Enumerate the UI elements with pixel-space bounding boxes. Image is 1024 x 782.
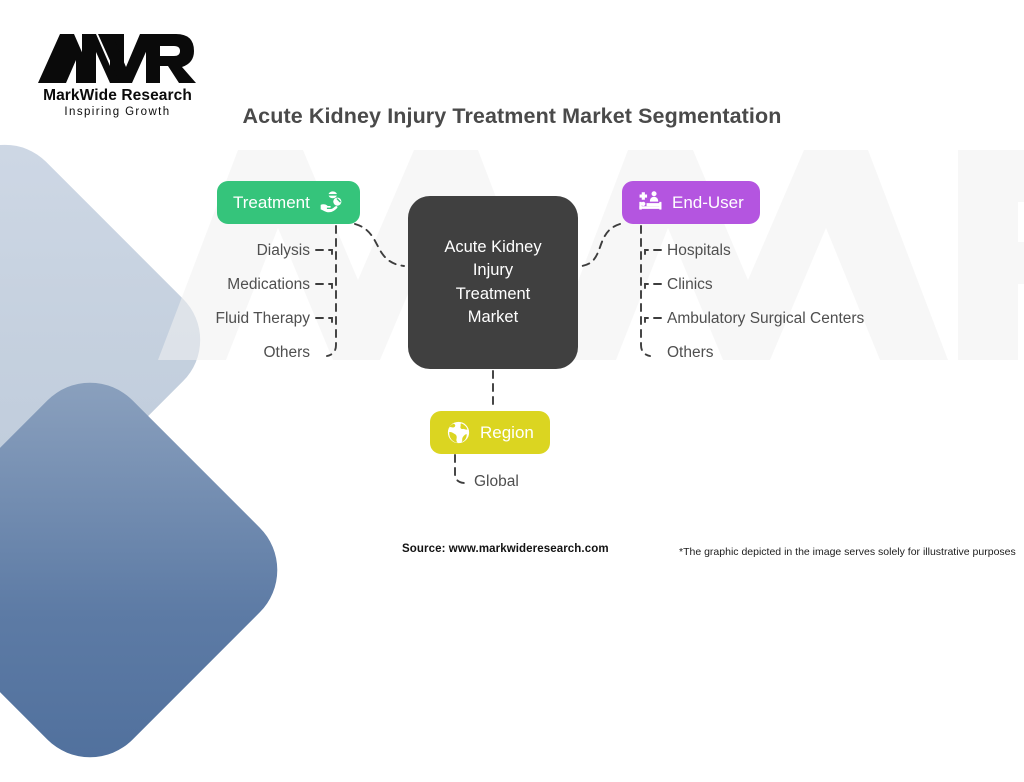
branch-badge-treatment[interactable]: Treatment — [217, 181, 360, 224]
center-node-line: Injury — [472, 261, 514, 280]
leaf-item-dialysis: Dialysis — [256, 242, 310, 259]
branch-badge-region[interactable]: Region — [430, 411, 550, 454]
center-node-line: Market — [467, 307, 519, 326]
hospital-bed-patient-icon — [639, 191, 662, 210]
leaf-item-end-user-others: Others — [667, 344, 714, 361]
leaf-item-global: Global — [474, 473, 519, 490]
logo-company-name: MarkWide Research — [43, 87, 192, 104]
leaf-item-ambulatory-surgical-centers: Ambulatory Surgical Centers — [667, 310, 865, 327]
leaf-item-fluid-therapy: Fluid Therapy — [215, 310, 310, 327]
branch-label-treatment: Treatment — [233, 192, 310, 212]
connector-lines — [315, 223, 662, 484]
hand-holding-medicine-icon — [320, 191, 342, 213]
branch-label-region: Region — [480, 422, 534, 442]
leaf-item-hospitals: Hospitals — [667, 242, 731, 259]
leaf-item-clinics: Clinics — [667, 276, 713, 293]
leaf-item-treatment-others: Others — [263, 344, 310, 361]
center-node-line: Treatment — [455, 284, 531, 303]
source-label: Source: www.markwideresearch.com — [402, 543, 609, 555]
center-node-line: Acute Kidney — [444, 237, 542, 256]
page-title: Acute Kidney Injury Treatment Market Seg… — [242, 104, 782, 128]
infographic-canvas: MarkWide Research Inspiring Growth Acute… — [0, 30, 1016, 782]
branch-badge-end-user[interactable]: End-User — [622, 181, 760, 224]
disclaimer-label: *The graphic depicted in the image serve… — [679, 546, 1016, 558]
logo-tagline: Inspiring Growth — [64, 106, 171, 118]
brand-logo: MarkWide Research Inspiring Growth — [30, 30, 205, 118]
mwr-monogram-icon — [38, 34, 196, 83]
branch-label-end-user: End-User — [672, 192, 744, 212]
center-node: Acute Kidney Injury Treatment Market — [408, 196, 578, 369]
leaf-item-medications: Medications — [227, 276, 310, 293]
globe-icon — [447, 421, 470, 444]
segmentation-diagram: Acute Kidney Injury Treatment Market Tre… — [215, 181, 865, 490]
